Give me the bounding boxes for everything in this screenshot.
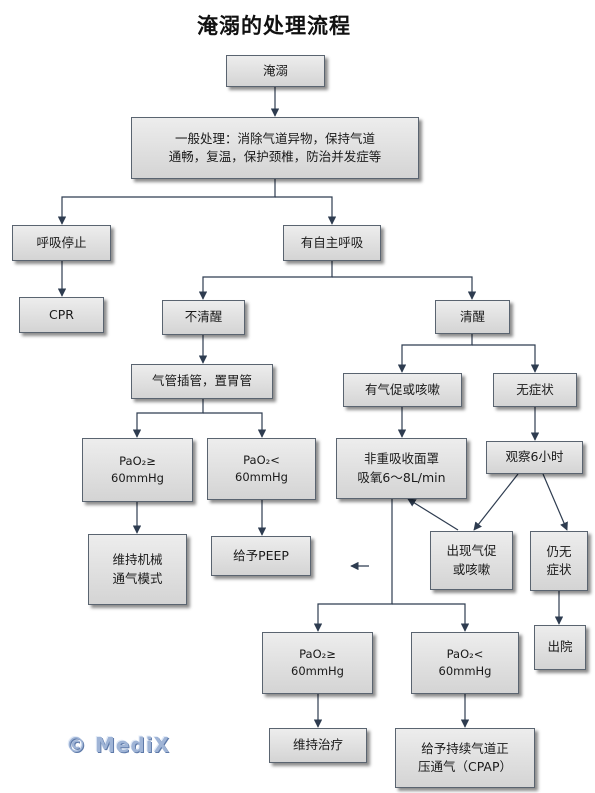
medix-watermark: © MediX: [66, 733, 171, 757]
node-observe-6h: 观察6小时: [486, 441, 583, 474]
node-discharge: 出院: [534, 625, 586, 670]
node-still-no-symptom: 仍无 症状: [530, 531, 588, 591]
node-maintain-ventilation: 维持机械 通气模式: [88, 534, 187, 605]
node-short-breath: 有气促或咳嗽: [343, 373, 462, 407]
node-pao2-ge-right: PaO₂≥ 60mmHg: [262, 632, 373, 694]
node-nonrebreather-mask: 非重吸收面罩 吸氧6～8L/min: [336, 438, 467, 499]
node-unconscious: 不清醒: [162, 300, 245, 335]
node-spontaneous-breathing: 有自主呼吸: [283, 225, 381, 261]
node-cpap: 给予持续气道正 压通气（CPAP）: [395, 728, 535, 788]
node-pao2-lt-right: PaO₂< 60mmHg: [411, 632, 519, 694]
node-conscious: 清醒: [435, 300, 510, 334]
node-no-breathing: 呼吸停止: [12, 225, 111, 261]
node-intubation: 气管插管，置胃管: [131, 364, 273, 399]
node-pao2-lt-left: PaO₂< 60mmHg: [207, 438, 316, 500]
node-cpr: CPR: [19, 297, 104, 333]
node-peep: 给予PEEP: [211, 536, 311, 576]
node-no-symptom: 无症状: [493, 373, 577, 407]
page-title: 淹溺的处理流程: [197, 14, 351, 38]
node-pao2-ge-left: PaO₂≥ 60mmHg: [82, 438, 193, 502]
node-drowning: 淹溺: [226, 55, 325, 87]
node-maintain-treatment: 维持治疗: [269, 728, 367, 763]
node-general-treatment: 一般处理：消除气道异物，保持气道 通畅，复温，保护颈椎，防治并发症等: [131, 117, 419, 179]
node-appear-short-breath: 出现气促 或咳嗽: [430, 531, 513, 590]
